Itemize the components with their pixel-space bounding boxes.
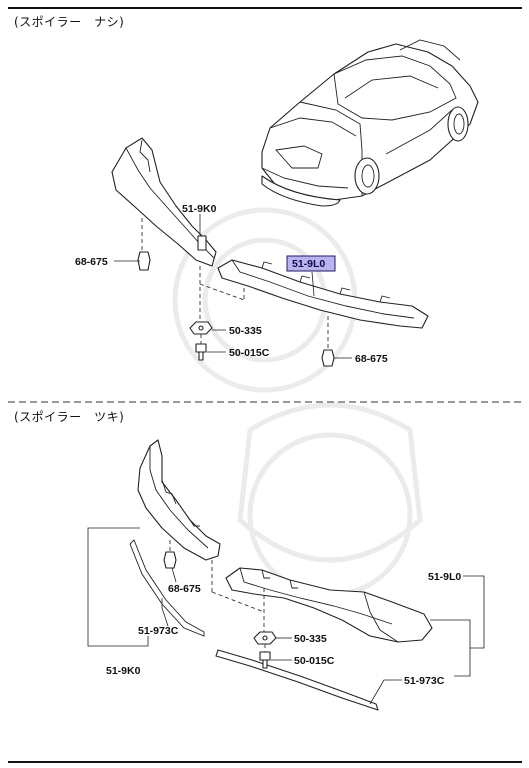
top-leaders (114, 214, 352, 359)
top-label-bolt: 50-015C (229, 347, 270, 359)
bottom-bracket-part (137, 439, 221, 561)
top-label-highlight-box (286, 255, 336, 272)
top-label-nut: 50-335 (229, 325, 262, 337)
section-caption-bottom: (スポイラー ツキ) (14, 410, 125, 424)
bottom-label-strip-right: 51-973C (404, 675, 445, 687)
top-label-bracket-left: 51-9K0 (182, 203, 217, 215)
bottom-spoiler-part (225, 567, 433, 643)
car-illustration (261, 39, 479, 207)
bottom-label-strip-left: 51-973C (138, 625, 179, 637)
bottom-strip-left (129, 539, 205, 637)
top-spoiler-part (217, 259, 429, 329)
bottom-label-bolt: 50-015C (294, 655, 335, 667)
bottom-leaders (87, 527, 485, 705)
bottom-label-spoiler-right: 51-9L0 (428, 571, 461, 583)
section-caption-top: (スポイラー ナシ) (14, 15, 125, 29)
bottom-label-clip: 68-675 (168, 583, 201, 595)
top-bracket-part (111, 137, 217, 267)
top-label-clip-left: 68-675 (75, 256, 108, 268)
bottom-strip-right (215, 649, 379, 711)
bottom-label-bracket-left: 51-9K0 (106, 665, 141, 677)
bottom-label-nut: 50-335 (294, 633, 327, 645)
top-guide-lines (141, 218, 329, 350)
top-label-spoiler-highlighted: 51-9L0 (292, 258, 325, 270)
bottom-guide-lines (169, 540, 266, 652)
top-fasteners (137, 251, 335, 367)
top-label-clip-right: 68-675 (355, 353, 388, 365)
